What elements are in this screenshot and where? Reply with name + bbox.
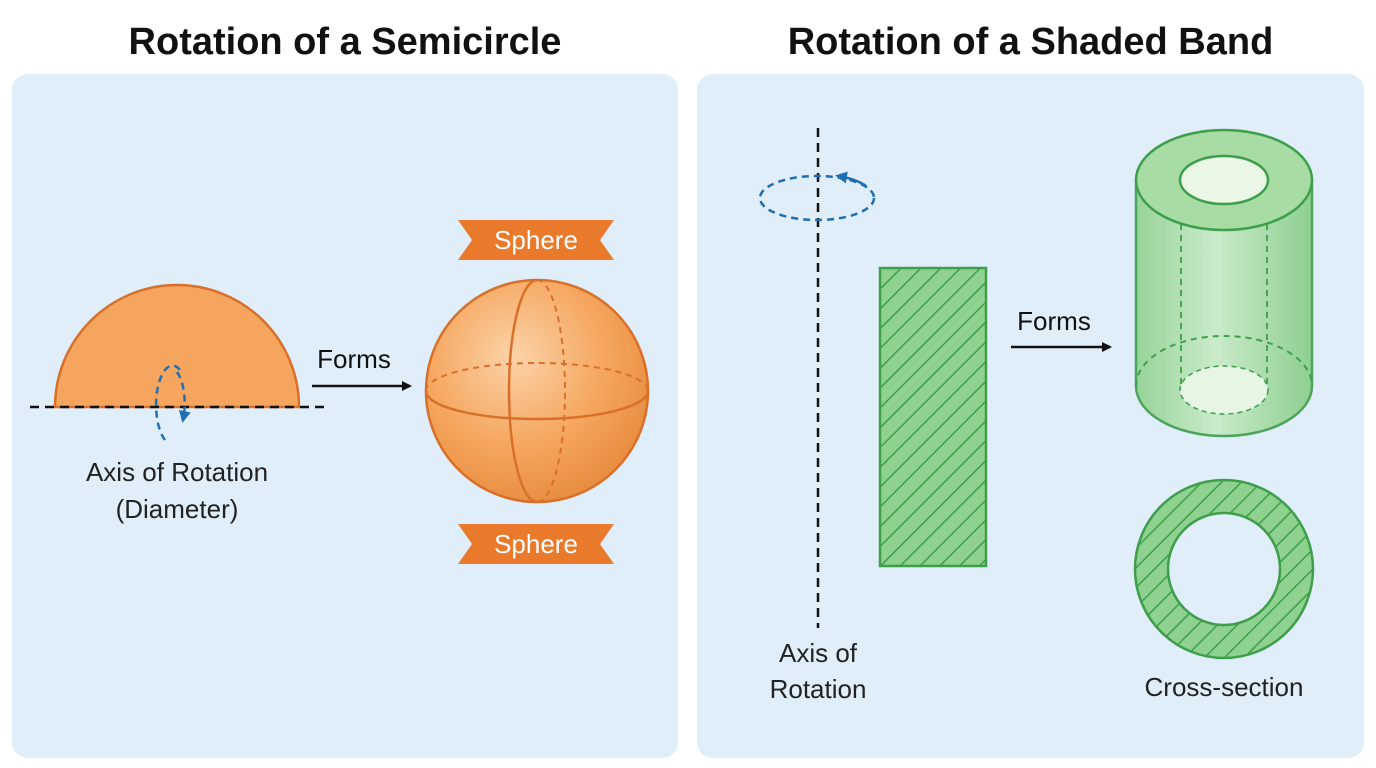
semicircle-shape bbox=[53, 283, 301, 409]
axis-label-left-line1: Axis of Rotation bbox=[86, 457, 268, 487]
axis-label-right-line1: Axis of bbox=[779, 638, 858, 668]
rotation-arrow-right-icon bbox=[758, 171, 876, 222]
sphere-banner-bottom-label: Sphere bbox=[494, 529, 578, 559]
hollow-cylinder-shape bbox=[1134, 128, 1314, 438]
right-title: Rotation of a Shaded Band bbox=[787, 21, 1274, 63]
cross-section-ring bbox=[1133, 478, 1315, 660]
forms-label-right: Forms bbox=[1017, 306, 1091, 336]
shaded-band-rectangle bbox=[878, 266, 988, 568]
sphere-shape bbox=[424, 278, 650, 504]
sphere-banner-top: Sphere bbox=[458, 220, 614, 260]
sphere-banner-top-label: Sphere bbox=[494, 225, 578, 255]
axis-label-right-line2: Rotation bbox=[770, 674, 867, 704]
rotation-arrow-icon bbox=[154, 364, 191, 441]
axis-label-left-line2: (Diameter) bbox=[116, 494, 239, 524]
forms-label-left: Forms bbox=[317, 344, 391, 374]
left-title: Rotation of a Semicircle bbox=[128, 21, 562, 63]
sphere-banner-bottom: Sphere bbox=[458, 524, 614, 564]
cross-section-label: Cross-section bbox=[1145, 672, 1304, 702]
